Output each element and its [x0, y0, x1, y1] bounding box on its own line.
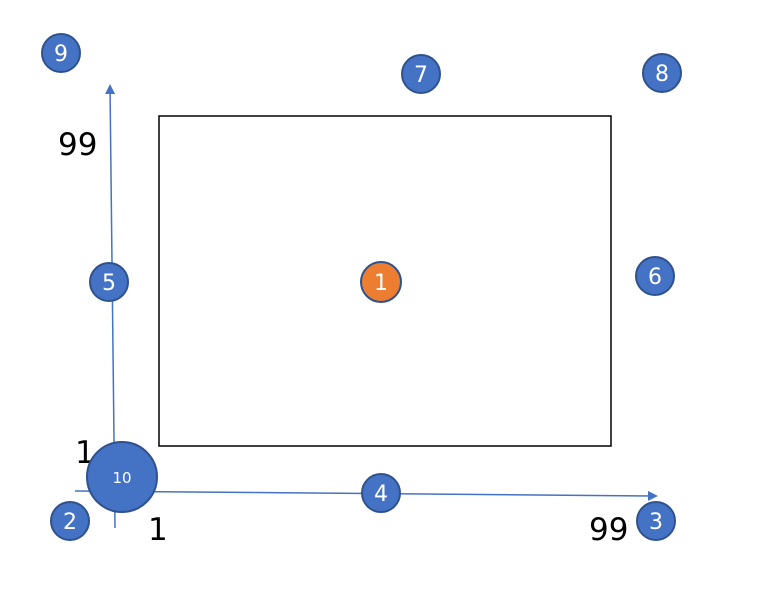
marker-9: 9 — [41, 33, 81, 73]
marker-7-circle — [401, 54, 441, 94]
plot-region-rectangle — [158, 115, 612, 447]
marker-3-label: 3 — [649, 510, 663, 535]
marker-5-circle — [89, 262, 129, 302]
x-axis-label-right: 99 — [589, 512, 628, 548]
marker-3-circle — [636, 501, 676, 541]
marker-8-circle — [642, 53, 682, 93]
marker-1: 1 — [360, 261, 402, 303]
marker-4: 4 — [361, 473, 401, 513]
marker-6-circle — [635, 256, 675, 296]
marker-4-circle — [361, 473, 401, 513]
marker-7: 7 — [401, 54, 441, 94]
marker-1-circle — [360, 261, 402, 303]
marker-9-circle — [41, 33, 81, 73]
marker-10-label: 10 — [112, 469, 131, 487]
marker-9-label: 9 — [54, 42, 68, 67]
marker-5-label: 5 — [102, 271, 116, 296]
x-axis-label-left: 1 — [148, 512, 168, 548]
marker-10-circle — [86, 441, 158, 513]
marker-3: 3 — [636, 501, 676, 541]
marker-2-label: 2 — [63, 510, 77, 535]
marker-5: 5 — [89, 262, 129, 302]
marker-10: 10 — [86, 441, 158, 513]
y-axis-label-top: 99 — [58, 127, 97, 163]
marker-2-circle — [50, 501, 90, 541]
marker-6: 6 — [635, 256, 675, 296]
marker-1-label: 1 — [374, 271, 388, 296]
marker-7-label: 7 — [414, 63, 428, 88]
marker-4-label: 4 — [374, 482, 388, 507]
marker-6-label: 6 — [648, 265, 662, 290]
marker-8-label: 8 — [655, 62, 669, 87]
marker-2: 2 — [50, 501, 90, 541]
marker-8: 8 — [642, 53, 682, 93]
